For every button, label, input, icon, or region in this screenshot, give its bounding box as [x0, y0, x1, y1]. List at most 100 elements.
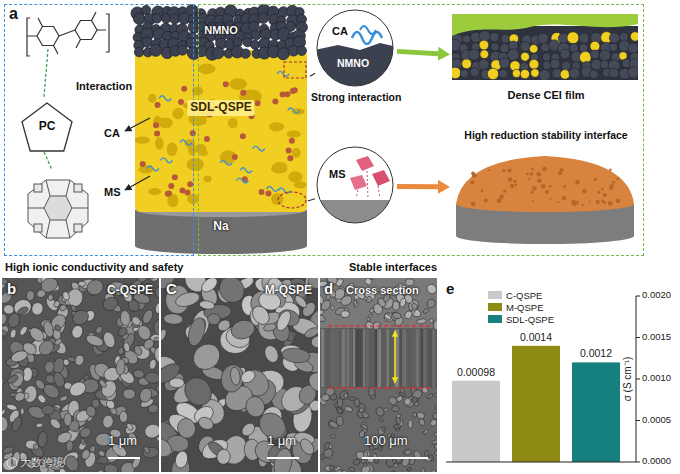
- leader-arrow: [125, 118, 150, 190]
- surface-grain: [119, 411, 127, 422]
- node-text: C-QSPE: [107, 284, 153, 298]
- surface-grain: [323, 441, 330, 450]
- surface-grain: [249, 303, 273, 328]
- node-text: SDL-QSPE: [187, 100, 254, 116]
- interface-inset: [315, 145, 397, 230]
- surface-grain: [403, 310, 413, 320]
- surface-grain: [330, 305, 335, 310]
- surface-grain: [26, 290, 36, 302]
- molecular-sieve-structure: [28, 180, 88, 238]
- sieve-particle: [178, 99, 184, 105]
- surface-grain: [153, 300, 159, 315]
- interaction-inset: [352, 32, 382, 44]
- surface-grain: [19, 325, 29, 336]
- surface-grain: [337, 398, 343, 407]
- cross-section-streak: [412, 329, 414, 387]
- surface-grain: [125, 422, 134, 431]
- scale-bar: [362, 457, 428, 459]
- cathode-particle: [609, 33, 619, 43]
- cathode-particle: [531, 69, 539, 77]
- surface-grain: [375, 406, 386, 418]
- polymer-chain: [288, 108, 300, 113]
- polymer-chain: [147, 166, 159, 171]
- sieve-particle: [172, 174, 178, 180]
- sem-panel: dCross section100 μm: [320, 278, 437, 472]
- cathode-layer: NMNO: [135, 8, 307, 54]
- cross-section-streak: [378, 329, 381, 387]
- leader-arrow: [125, 176, 150, 190]
- interaction-inset: [360, 26, 376, 34]
- interface-grain: [557, 201, 559, 203]
- cross-section-streak: [360, 329, 362, 387]
- node-text: CA: [332, 25, 348, 38]
- cathode-particle: [178, 45, 188, 55]
- sieve-particle: [154, 130, 160, 136]
- cathode-particle: [512, 69, 520, 77]
- surface-grain: [381, 426, 386, 432]
- cellulose-acetate-structure: [75, 21, 97, 40]
- cathode-particle: [539, 69, 550, 80]
- surface-grain: [80, 438, 86, 446]
- legend: C-QSPEM-QSPESDL-QSPE: [488, 289, 554, 325]
- surface-grain: [85, 404, 98, 418]
- sieve-particle: [289, 138, 295, 144]
- node-text: PC: [39, 120, 56, 134]
- cross-section-streak: [335, 329, 339, 387]
- surface-grain: [243, 394, 267, 420]
- cathode-particle: [579, 51, 591, 63]
- sieve-particle: [240, 133, 246, 139]
- surface-grain: [348, 467, 355, 472]
- pore: [174, 108, 183, 118]
- surface-grain: [98, 379, 108, 389]
- callout-marker: [278, 62, 306, 208]
- cellulose-acetate-structure: [27, 12, 109, 56]
- surface-grain: [141, 308, 155, 325]
- anode-layer: Na: [135, 204, 307, 252]
- legend-row: SDL-QSPE: [488, 313, 554, 325]
- surface-grain: [321, 454, 325, 461]
- sieve-particle: [140, 161, 146, 167]
- polymer-chain: [277, 71, 289, 76]
- surface-grain: [392, 301, 399, 310]
- cathode-particle: [609, 68, 619, 78]
- cathode-particle: [277, 48, 289, 60]
- surface-grain: [395, 428, 400, 432]
- cross-section-streak: [331, 329, 335, 387]
- connector: [308, 199, 315, 201]
- surface-grain: [341, 469, 348, 472]
- surface-grain: [2, 446, 14, 455]
- surface-grain: [48, 417, 62, 431]
- cathode-particle: [470, 68, 479, 77]
- surface-grain: [271, 447, 294, 472]
- surface-grain: [142, 446, 159, 458]
- bar-value: 0.0014: [520, 331, 552, 343]
- cathode-particle: [251, 30, 261, 40]
- surface-grain: [329, 465, 334, 471]
- bar-value: 0.0012: [580, 347, 612, 359]
- surface-grain: [344, 406, 354, 413]
- cathode-particle: [241, 49, 250, 58]
- cathode-particle: [550, 59, 560, 69]
- interface-grain: [531, 168, 534, 171]
- surface-grain: [136, 278, 150, 284]
- surface-grain: [2, 409, 6, 416]
- surface-grain: [27, 325, 46, 344]
- surface-grain: [34, 378, 47, 391]
- surface-grain: [411, 396, 419, 404]
- surface-grain: [36, 423, 43, 428]
- interface-grain: [537, 172, 542, 177]
- pore: [198, 64, 216, 75]
- surface-grain: [84, 278, 105, 298]
- surface-grain: [58, 303, 67, 312]
- node-text: Na: [213, 220, 228, 234]
- node-text: High reduction stability interface: [464, 129, 627, 141]
- surface-grain: [98, 450, 106, 458]
- interface-grain: [609, 184, 613, 188]
- surface-grain: [123, 342, 131, 352]
- electrolyte-layer: SDL-QSPE: [135, 56, 307, 202]
- scale-bar: [267, 457, 299, 459]
- interface-grain: [502, 169, 505, 172]
- node-text: 1 μm: [267, 434, 296, 449]
- surface-grain: [321, 393, 330, 401]
